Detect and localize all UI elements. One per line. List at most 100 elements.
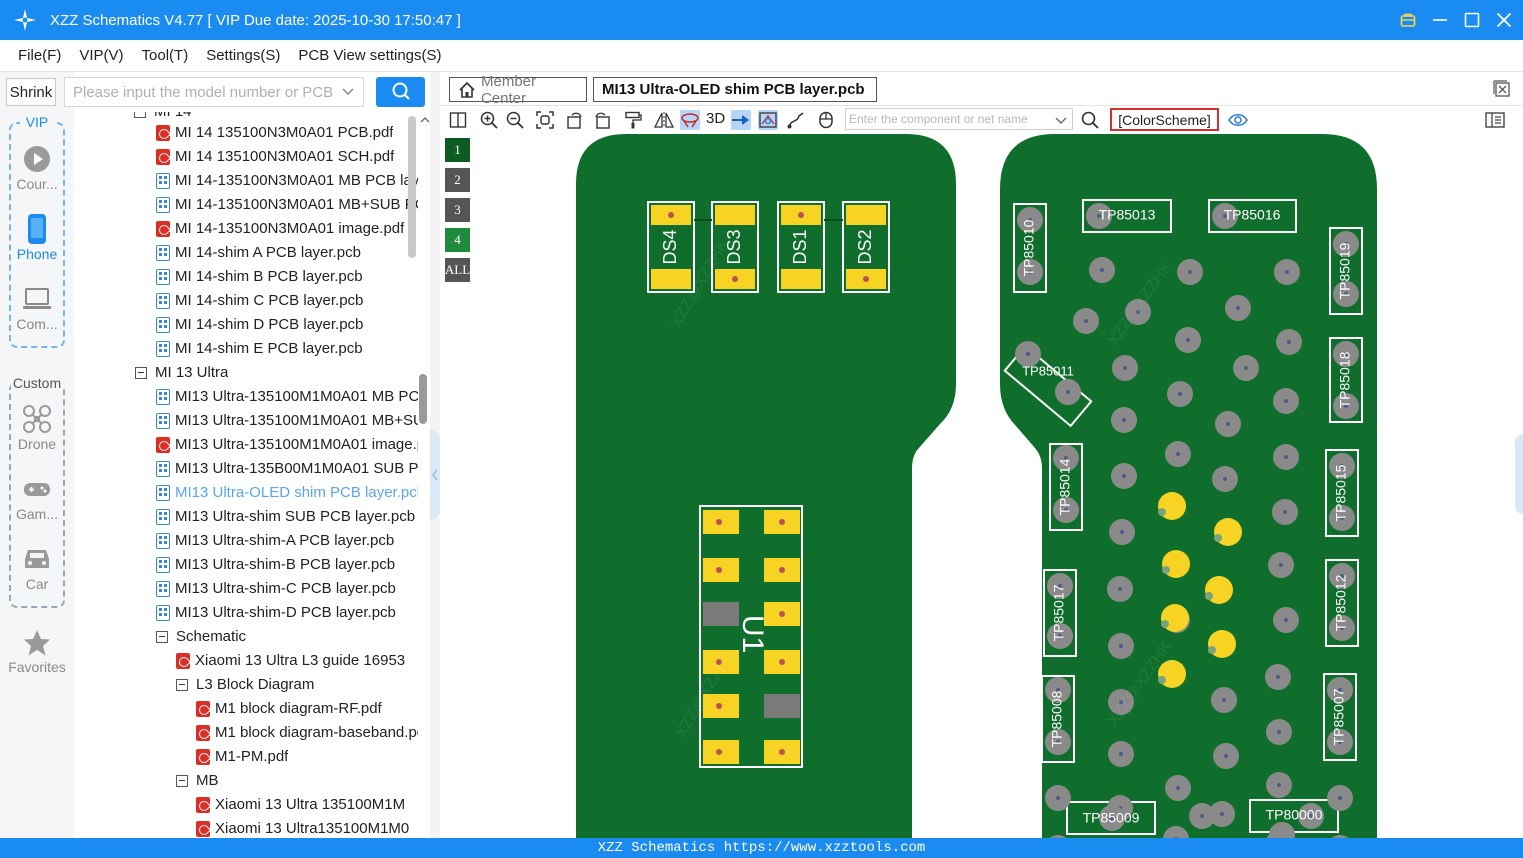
- vip-bag-icon[interactable]: [1399, 11, 1417, 29]
- collapse-panel-handle[interactable]: [430, 430, 440, 520]
- testpoint-outline: [1323, 673, 1357, 761]
- collapse-icon[interactable]: [176, 775, 188, 787]
- tree-file-row[interactable]: MI 14 135100N3M0A01 SCH.pdf: [156, 145, 394, 169]
- via-dot: [1056, 796, 1060, 800]
- menu-pcb-view-settings[interactable]: PCB View settings(S): [298, 47, 442, 64]
- rail-item-car[interactable]: Car: [11, 542, 63, 592]
- panel-scrollbar-thumb[interactable]: [419, 374, 427, 424]
- fit-view-icon[interactable]: [535, 110, 555, 130]
- eye-visibility-icon[interactable]: [1228, 110, 1248, 130]
- right-panel-handle[interactable]: [1515, 434, 1523, 514]
- layer-button-2[interactable]: 2: [445, 168, 470, 192]
- tree-file-row[interactable]: M1-PM.pdf: [196, 745, 288, 769]
- layer-button-4[interactable]: 4: [445, 228, 470, 252]
- view-3d-toggle[interactable]: 3D: [706, 110, 726, 127]
- tree-file-row[interactable]: MI 14-135100N3M0A01 MB PCB layer.pcb: [156, 169, 418, 193]
- minimize-button[interactable]: [1431, 11, 1449, 29]
- layer-button-1[interactable]: 1: [445, 138, 470, 162]
- tree-file-row[interactable]: Xiaomi 13 Ultra 135100M1M: [196, 793, 405, 817]
- tree-file-row[interactable]: MI13 Ultra-OLED shim PCB layer.pcb: [156, 481, 418, 505]
- layer-button-3[interactable]: 3: [445, 198, 470, 222]
- tree-file-row[interactable]: MI13 Ultra-135100M1M0A01 MB PCB layer.pc…: [156, 385, 418, 409]
- tree-folder-row[interactable]: MI 14: [134, 112, 192, 124]
- collapse-icon[interactable]: [156, 631, 168, 643]
- tree-file-row[interactable]: M1 block diagram-RF.pdf: [196, 697, 382, 721]
- zoom-in-icon[interactable]: [479, 110, 499, 130]
- tree-file-row[interactable]: MI 14-shim A PCB layer.pcb: [156, 241, 361, 265]
- rail-item-computer[interactable]: Com...: [11, 282, 63, 332]
- collapse-icon[interactable]: [135, 367, 147, 379]
- via-dot: [1284, 618, 1288, 622]
- pdf-file-icon: [176, 653, 190, 669]
- side-panel-icon[interactable]: [1485, 110, 1505, 130]
- component-search-input[interactable]: [849, 112, 1049, 126]
- chevron-down-icon[interactable]: [1054, 113, 1068, 130]
- tree-file-row[interactable]: MI 14 135100N3M0A01 PCB.pdf: [156, 121, 393, 145]
- search-button[interactable]: [376, 77, 425, 107]
- colorscheme-button[interactable]: [ColorScheme]: [1110, 108, 1219, 131]
- tree-folder-row[interactable]: L3 Block Diagram: [176, 673, 314, 697]
- tree-file-row[interactable]: MI 14-shim C PCB layer.pcb: [156, 289, 363, 313]
- shrink-button[interactable]: Shrink: [6, 78, 56, 106]
- tree-file-row[interactable]: MI13 Ultra-shim-A PCB layer.pcb: [156, 529, 394, 553]
- favorites-item[interactable]: Favorites: [0, 627, 74, 675]
- layer-button-all[interactable]: ALL: [445, 258, 470, 282]
- mirror-flip-icon[interactable]: [654, 110, 674, 130]
- tree-file-row[interactable]: Xiaomi 13 Ultra L3 guide 16953: [176, 649, 405, 673]
- collapse-icon[interactable]: [176, 679, 188, 691]
- split-view-icon[interactable]: [448, 110, 468, 130]
- connector-pad-gray: [703, 602, 739, 626]
- tree-file-row[interactable]: MI 14-shim B PCB layer.pcb: [156, 265, 363, 289]
- net-highlight-icon[interactable]: [731, 110, 751, 130]
- menu-vip[interactable]: VIP(V): [79, 47, 124, 64]
- close-all-tabs-icon[interactable]: [1493, 80, 1511, 98]
- search-icon[interactable]: [1080, 110, 1100, 130]
- tree-file-row[interactable]: MI13 Ultra-shim-D PCB layer.pcb: [156, 601, 396, 625]
- paint-roller-icon[interactable]: [623, 110, 643, 130]
- model-search-input[interactable]: [73, 79, 337, 105]
- menu-tool[interactable]: Tool(T): [141, 47, 189, 64]
- chevron-down-icon[interactable]: [341, 84, 355, 101]
- tree-folder-row[interactable]: Schematic: [156, 625, 246, 649]
- tree-folder-row[interactable]: MB: [176, 769, 219, 793]
- rail-item-drone[interactable]: Drone: [11, 402, 63, 452]
- rotate-right-icon[interactable]: [592, 110, 612, 130]
- via-dot: [1100, 268, 1104, 272]
- menu-settings[interactable]: Settings(S): [206, 47, 281, 64]
- connector-pad-gray: [764, 694, 800, 718]
- scroll-up-arrow-icon[interactable]: [420, 112, 430, 124]
- tree-file-row[interactable]: MI 14-shim D PCB layer.pcb: [156, 313, 363, 337]
- collapse-icon[interactable]: [134, 112, 146, 118]
- tab-active-pcb[interactable]: MI13 Ultra-OLED shim PCB layer.pcb: [593, 77, 877, 102]
- tree-file-row[interactable]: MI 14-135100N3M0A01 MB+SUB PCB layer.pcb: [156, 193, 418, 217]
- tree-folder-row[interactable]: MI 13 Ultra: [135, 361, 228, 385]
- tree-file-row[interactable]: MI13 Ultra-135100M1M0A01 MB+SUB PCB laye…: [156, 409, 418, 433]
- tree-file-row[interactable]: MI13 Ultra-135B00M1M0A01 SUB PCB layer.p…: [156, 457, 418, 481]
- tree-file-row[interactable]: MI 14-shim E PCB layer.pcb: [156, 337, 363, 361]
- maximize-button[interactable]: [1463, 11, 1481, 29]
- tree-scrollbar-thumb[interactable]: [408, 116, 416, 258]
- via-dot: [1066, 390, 1070, 394]
- zoom-out-icon[interactable]: [505, 110, 525, 130]
- tree-file-row[interactable]: MI13 Ultra-135100M1M0A01 image.pdf: [156, 433, 418, 457]
- rotate-left-icon[interactable]: [565, 110, 585, 130]
- tree-file-row[interactable]: MI13 Ultra-shim-C PCB layer.pcb: [156, 577, 396, 601]
- probe-mode-icon[interactable]: [680, 110, 700, 130]
- tree-file-row[interactable]: MI13 Ultra-shim SUB PCB layer.pcb: [156, 505, 415, 529]
- close-button[interactable]: [1495, 11, 1513, 29]
- led-outline: [842, 201, 890, 293]
- rail-item-phone[interactable]: Phone: [11, 212, 63, 262]
- tab-member-center[interactable]: Member Center: [449, 73, 587, 107]
- rail-item-game[interactable]: Gam...: [11, 472, 63, 522]
- tree-file-row[interactable]: MI13 Ultra-shim-B PCB layer.pcb: [156, 553, 395, 577]
- menu-file[interactable]: File(F): [18, 47, 62, 64]
- tree-file-row[interactable]: Xiaomi 13 Ultra135100M1M0: [196, 817, 409, 838]
- layer-overlay-icon[interactable]: [758, 110, 778, 130]
- mouse-icon[interactable]: [816, 110, 836, 130]
- rail-item-courses[interactable]: Cour...: [11, 142, 63, 192]
- tree-file-row[interactable]: MI 14-135100N3M0A01 image.pdf: [156, 217, 404, 241]
- trace-tool-icon[interactable]: [786, 110, 806, 130]
- tree-file-row[interactable]: M1 block diagram-baseband.pdf: [196, 721, 418, 745]
